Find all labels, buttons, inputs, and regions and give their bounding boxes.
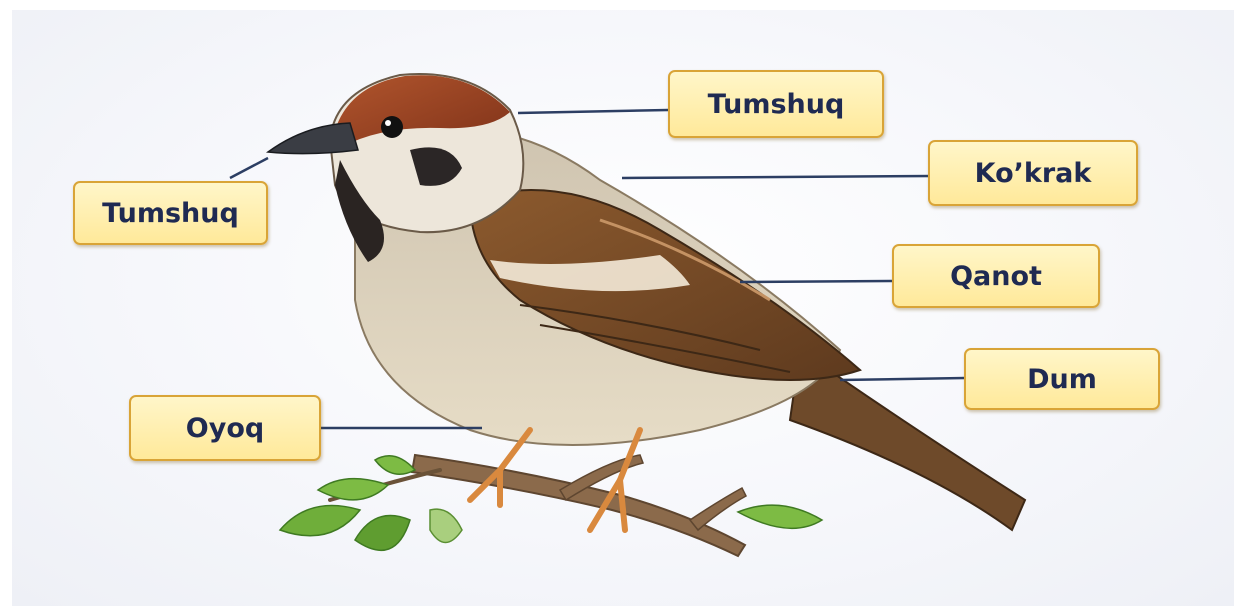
- leader-line-tail: [840, 378, 965, 380]
- label-wing: Qanot: [892, 244, 1100, 308]
- label-head-top: Tumshuq: [668, 70, 884, 138]
- leader-line-wing: [740, 281, 893, 282]
- leader-line-beak-left: [230, 158, 268, 178]
- leaves: [280, 456, 822, 551]
- leader-line-head-top: [518, 110, 668, 113]
- label-chest: Ko’krak: [928, 140, 1138, 206]
- leader-line-chest: [622, 176, 932, 178]
- label-beak-left: Tumshuq: [73, 181, 268, 245]
- label-leg: Oyoq: [129, 395, 321, 461]
- eye: [381, 116, 403, 138]
- label-tail: Dum: [964, 348, 1160, 410]
- beak: [268, 123, 358, 154]
